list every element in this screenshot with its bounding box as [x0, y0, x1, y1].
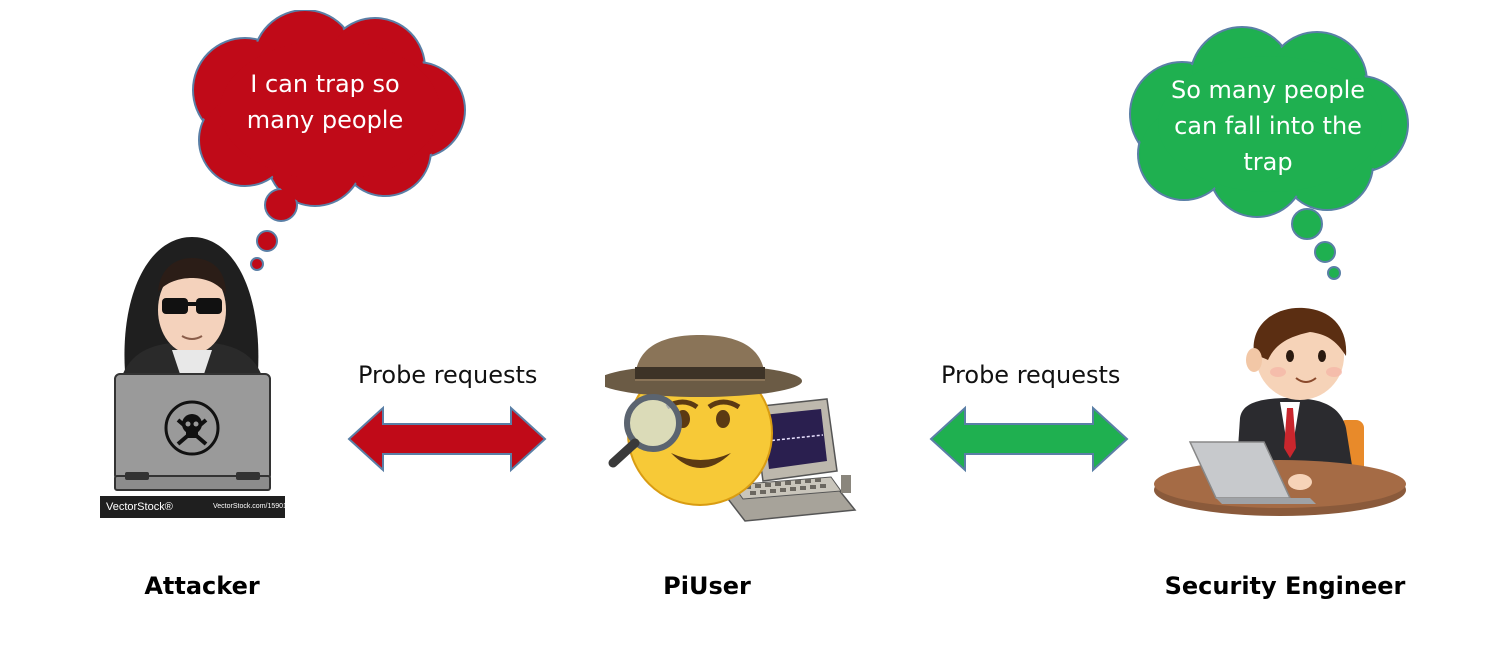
piuser-label: PiUser: [663, 572, 751, 600]
attacker-label: Attacker: [144, 572, 260, 600]
attacker-watermark-brand: VectorStock®: [106, 501, 173, 513]
engineer-thought-line-2: can fall into the: [1174, 112, 1362, 140]
engineer-thought-bubble: [1129, 26, 1409, 280]
engineer-thought-line-3: trap: [1243, 148, 1293, 176]
attacker-thought-line-1: I can trap so: [250, 70, 400, 98]
right-bidirectional-arrow: [929, 405, 1129, 473]
detective-emoji-icon: [605, 335, 802, 506]
piuser-illustration: [605, 335, 857, 522]
engineer-thought-text: So many people can fall into the trap: [1160, 72, 1376, 180]
skull-crossbones-icon: [176, 414, 208, 446]
left-bidirectional-arrow: [347, 405, 547, 473]
left-arrow-label: Probe requests: [358, 361, 538, 389]
attacker-watermark-url: VectorStock.com/15901835: [213, 503, 299, 510]
attacker-thought-bubble: [192, 10, 466, 271]
attacker-illustration: [100, 237, 285, 518]
security-engineer-label: Security Engineer: [1164, 572, 1406, 600]
engineer-illustration: [1154, 307, 1406, 516]
attacker-thought-line-2: many people: [246, 106, 404, 134]
engineer-thought-line-1: So many people: [1170, 76, 1366, 104]
attacker-thought-text: I can trap so many people: [230, 66, 420, 138]
retro-computer-icon: [723, 398, 857, 522]
right-arrow-label: Probe requests: [941, 361, 1121, 389]
